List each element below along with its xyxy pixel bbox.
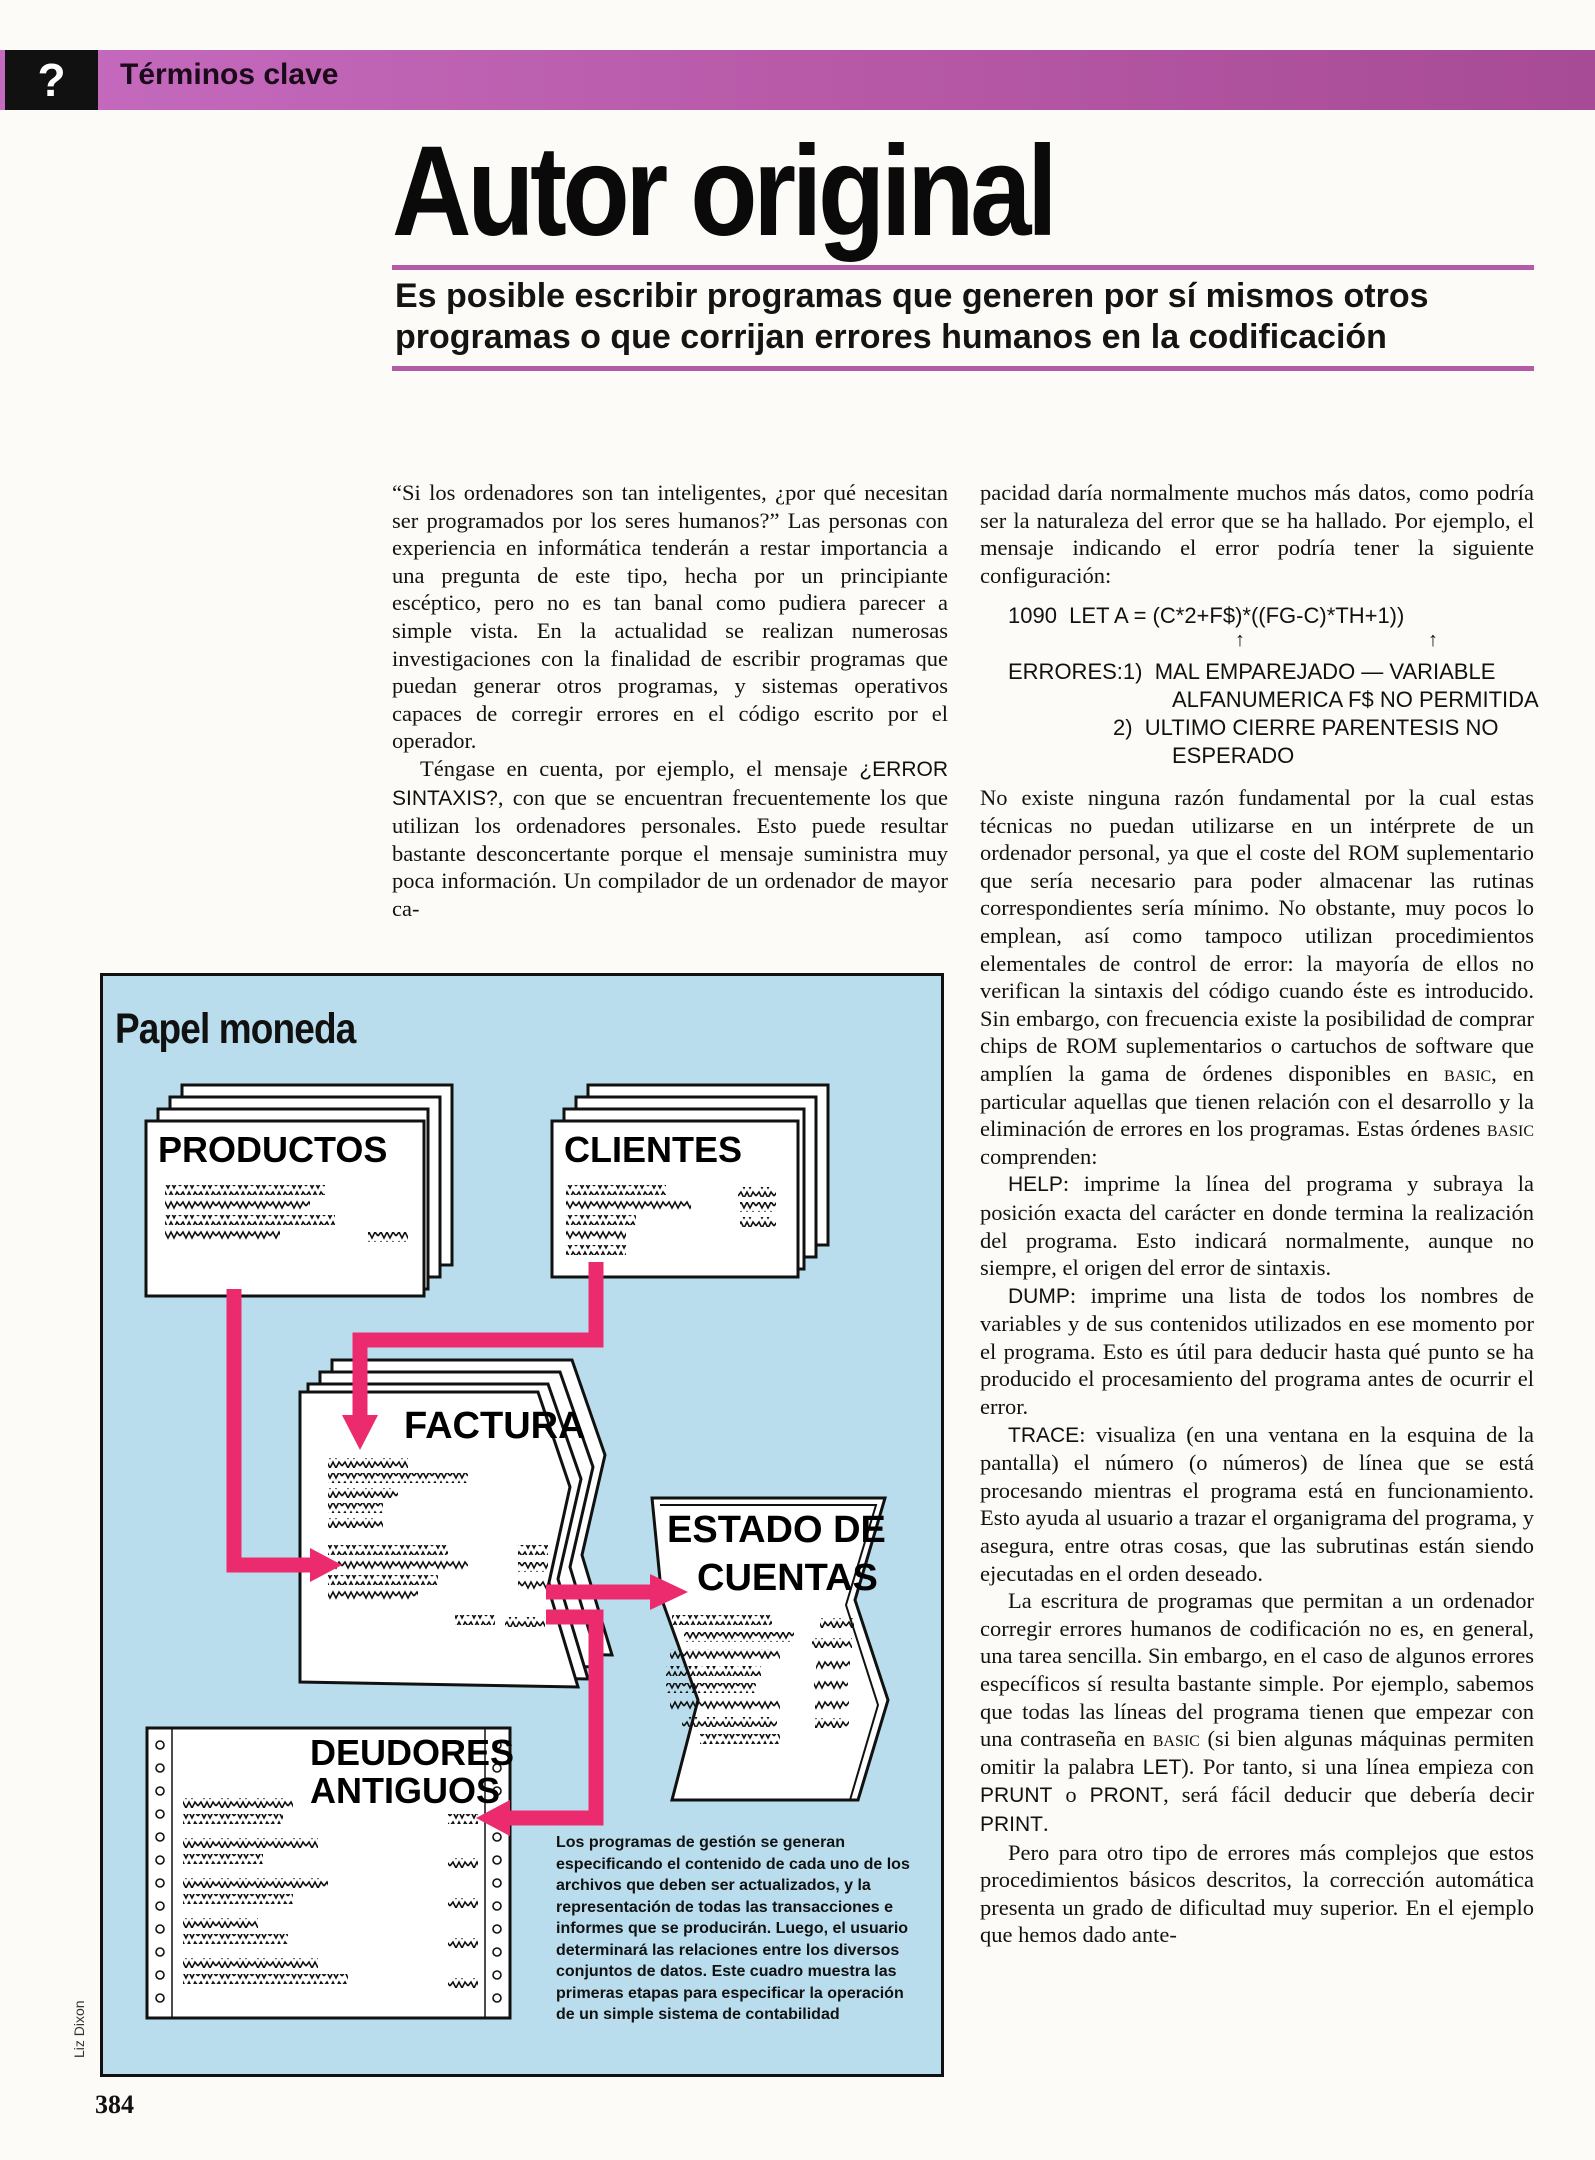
arrow-productos-to-factura [226,1289,310,1573]
estado-label-2: CUENTAS [697,1557,878,1599]
flow-arrows [226,1262,650,1826]
header-bar [0,50,1595,110]
illustrator-credit: Liz Dixon [71,2000,87,2058]
paragraph: La escritura de programas que permitan a… [980,1588,1535,1836]
arrow-marker: ↑ [1235,629,1245,651]
productos-label: PRODUCTOS [158,1129,387,1170]
column-left: “Si los ordenadores son tan inteligentes… [392,479,948,923]
divider-bottom [392,366,1534,371]
factura-document: FACTURA [298,1358,615,1689]
arrow-factura-to-deudores [505,1609,604,1826]
paragraph: Téngase en cuenta, por ejemplo, el mensa… [392,755,948,921]
paragraph: Pero para otro tipo de errores más compl… [980,1839,1534,1948]
arrow-clientes-to-factura [352,1262,604,1415]
diagram-title: Papel moneda [115,1005,356,1053]
column-right-top: pacidad daría normalmente muchos más dat… [980,479,1534,589]
section-label: Términos clave [120,58,339,91]
estado-de-cuentas-document: ESTADO DE CUENTAS [650,1496,890,1802]
keyword-dump: DUMP [1008,1284,1070,1308]
arrow-marker: ↑ [1428,629,1438,651]
deudores-label-1: DEUDORES [310,1732,514,1773]
estado-label-1: ESTADO DE [667,1509,886,1551]
clientes-document: CLIENTES [550,1083,830,1279]
error-message: ¿ERROR SINTAXIS? [392,757,948,810]
paragraph: TRACE: visualiza (en una ventana en la e… [980,1421,1534,1586]
deudores-label-2: ANTIGUOS [310,1770,500,1811]
productos-document: PRODUCTOS [144,1083,454,1298]
error-line: ERRORES:1) MAL EMPAREJADO — VARIABLE [1008,659,1496,684]
paragraph: “Si los ordenadores son tan inteligentes… [392,480,948,754]
keyword-trace: TRACE [1008,1423,1080,1447]
code-line: 1090 LET A = (C*2+F$)*((FG-C)*TH+1)) [1008,603,1405,628]
page-title: Autor original [392,120,1058,263]
paragraph: No existe ninguna razón fundamental por … [980,785,1534,1169]
page-number: 384 [95,2090,134,2119]
question-icon: ? [5,50,98,110]
paragraph: pacidad daría normalmente muchos más dat… [980,480,1534,588]
factura-label: FACTURA [404,1405,586,1447]
divider-top [392,265,1534,270]
error-line: 2) ULTIMO CIERRE PARENTESIS NO [1113,715,1499,740]
arrow-heads [310,1415,688,1836]
clientes-label: CLIENTES [564,1129,742,1170]
keyword-help: HELP [1008,1173,1063,1197]
paragraph: DUMP: imprime una lista de todos los nom… [980,1282,1534,1420]
subtitle: Es posible escribir programas que genere… [395,277,1429,356]
diagram-caption: Los programas de gestión se generan espe… [556,1834,910,2023]
column-right-body: No existe ninguna razón fundamental por … [980,784,1534,1949]
error-line: ESPERADO [1172,743,1295,768]
paragraph: HELP: imprime la línea del programa y su… [980,1171,1534,1281]
error-line: ALFANUMERICA F$ NO PERMITIDA [1172,687,1539,712]
deudores-antiguos-document: DEUDORES ANTIGUOS [145,1726,514,2020]
